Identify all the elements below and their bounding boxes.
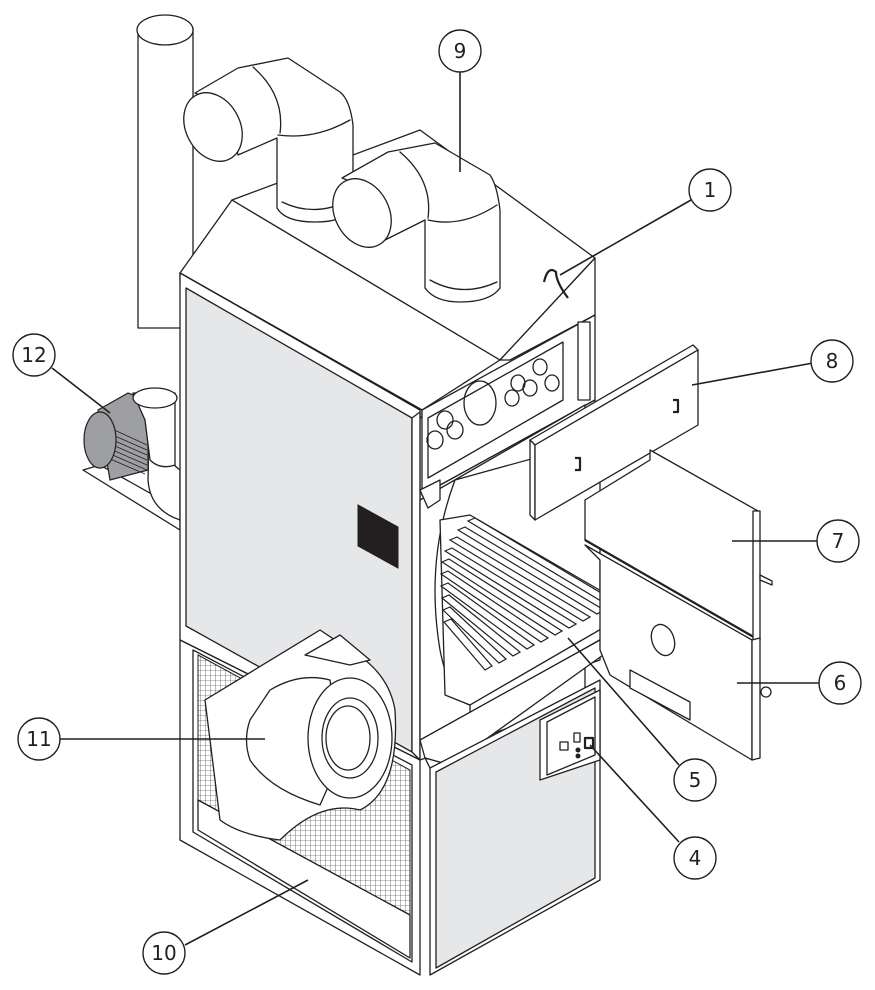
elbow-duct-front: [332, 142, 501, 303]
callout-label: 1: [704, 178, 717, 202]
callout-label: 9: [454, 39, 467, 63]
callout-12: 12: [12, 333, 56, 377]
callout-label: 11: [26, 727, 51, 751]
callout-label: 5: [689, 768, 702, 792]
callout-1: 1: [688, 168, 732, 212]
callout-label: 8: [826, 349, 839, 373]
left-side-panel: [179, 272, 421, 761]
upper-door-panel: [529, 344, 699, 521]
callout-8: 8: [810, 339, 854, 383]
blower-fan: [204, 629, 397, 841]
callout-label: 7: [832, 529, 845, 553]
control-box: [539, 689, 601, 781]
callout-label: 6: [834, 671, 847, 695]
elbow-duct-rear: [183, 57, 354, 223]
lower-door-panel: [584, 544, 772, 761]
callout-10: 10: [142, 931, 186, 975]
safety-thermostat: [542, 268, 569, 299]
callout-label: 12: [21, 343, 46, 367]
callout-leaders: [51, 72, 820, 946]
callout-9: 9: [438, 29, 482, 73]
callout-4: 4: [673, 836, 717, 880]
burner-fan-motor: [82, 387, 181, 531]
callout-6: 6: [818, 661, 862, 705]
inspection-window-icon: [357, 504, 399, 569]
callout-11: 11: [17, 717, 61, 761]
callout-label: 4: [689, 846, 702, 870]
callout-5: 5: [673, 758, 717, 802]
callout-7: 7: [816, 519, 860, 563]
middle-door-panel: [584, 449, 773, 641]
callout-label: 10: [151, 941, 176, 965]
flue-pipe: [136, 14, 194, 329]
